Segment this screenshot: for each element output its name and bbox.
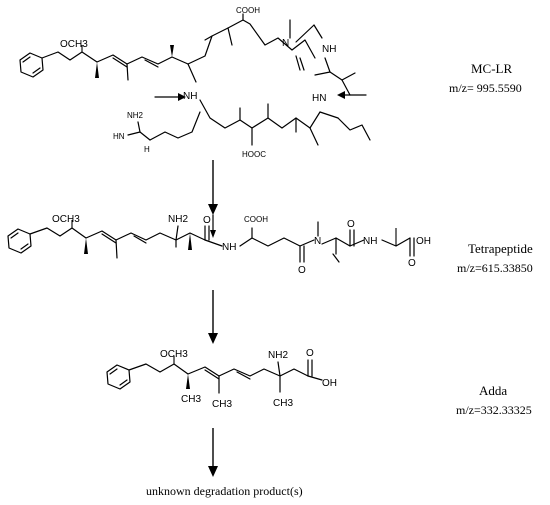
adda-ch3c-label: CH3 [273,398,293,409]
tetra-nh2b-label: NH [363,236,377,247]
guanidine-h-label: H [144,145,150,154]
tetra-methoxy-label: OCH3 [52,214,80,225]
mc-lr-structure: OCH3 COOH N NH HN HOOC NH NH2 HN H [19,6,371,159]
ring-n1-label: N [282,38,289,49]
mc-lr-mz: m/z= 995.5590 [449,81,522,95]
ring-nh1-label: NH [322,44,336,55]
tetrapeptide-name: Tetrapeptide [468,241,533,256]
ring-nh2-label: NH [183,91,197,102]
adda-oh-label: OH [322,378,337,389]
cooh-label: COOH [236,6,260,15]
adda-ch3b-label: CH3 [212,399,232,410]
guanidine-hn-label: HN [113,132,125,141]
adda-nh2-label: NH2 [268,350,288,361]
final-product-label: unknown degradation product(s) [146,484,303,498]
guanidine-nh2-label: NH2 [127,111,144,120]
tetra-cooh-label: COOH [244,215,268,224]
adda-o-label: O [306,348,314,359]
adda-methoxy-label: OCH3 [160,349,188,360]
tetrapeptide-structure: OCH3 NH2 O NH COOH O N O NH O OH [7,214,431,276]
hooc-label: HOOC [242,150,266,159]
tetra-o4-label: O [408,258,416,269]
methoxy-label: OCH3 [60,39,88,50]
adda-ch3a-label: CH3 [181,394,201,405]
tetra-n-label: N [314,236,321,247]
reaction-arrow-3-head [208,466,218,477]
reaction-arrow-1-head [208,204,218,215]
adda-structure: OCH3 CH3 CH3 NH2 O OH CH3 [106,348,337,410]
tetra-o3-label: O [347,219,355,230]
tetra-o1-label: O [203,215,211,226]
tetra-nh1-label: NH [222,242,236,253]
mc-lr-name: MC-LR [471,61,513,76]
tetra-nh2-label: NH2 [168,214,188,225]
adda-mz: m/z=332.33325 [456,403,532,417]
tetrapeptide-mz: m/z=615.33850 [457,261,533,275]
ring-hn-label: HN [312,93,326,104]
adda-name: Adda [479,383,507,398]
tetra-o2-label: O [298,265,306,276]
tetra-oh-label: OH [416,236,431,247]
reaction-arrow-2-head [208,333,218,344]
